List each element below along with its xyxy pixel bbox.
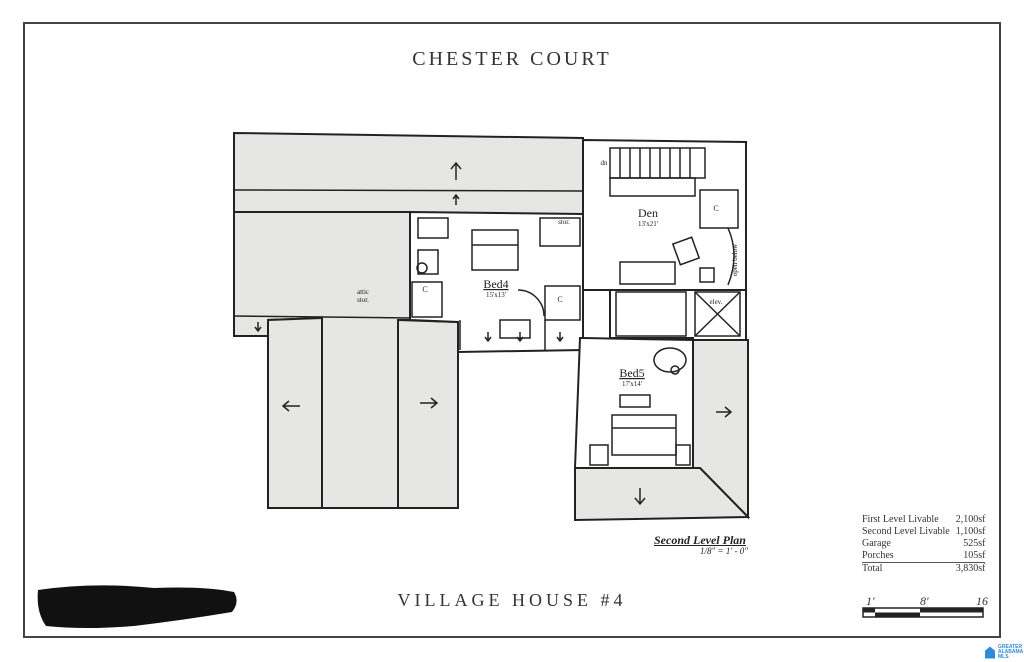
area-row: Second Level Livable 1,100sf — [862, 526, 985, 538]
arrow-right-mid — [420, 397, 439, 409]
arrow-down-3 — [516, 332, 524, 343]
arrow-right-east — [716, 406, 733, 418]
area-label: Porches — [862, 550, 950, 563]
scale-label-1: 1' — [866, 594, 875, 608]
area-label: Garage — [862, 538, 891, 549]
project-title: CHESTER COURT — [412, 48, 612, 70]
den-label: Den — [638, 206, 658, 220]
area-row: First Level Livable 2,100sf — [862, 514, 985, 526]
bed4-size: 15'x13' — [486, 291, 506, 299]
logo-text: GREATER ALABAMA MLS — [998, 644, 1024, 660]
stor-label: stor. — [558, 218, 570, 226]
elevator-label: elev. — [710, 298, 723, 306]
bed4-closet-label: C — [422, 285, 427, 294]
area-table: First Level Livable 2,100sf Second Level … — [862, 514, 986, 576]
arrow-down-1 — [254, 322, 262, 333]
attic-label-2: stor. — [357, 296, 369, 304]
open-below-label: open below — [731, 243, 739, 276]
house-title: VILLAGE HOUSE #4 — [397, 590, 627, 610]
area-value: 105sf — [949, 550, 986, 563]
arrow-up-small — [452, 193, 460, 205]
arrow-up — [450, 161, 462, 180]
den-size: 13'x21' — [638, 220, 658, 228]
area-row: Total 3,830sf — [862, 563, 985, 576]
arrow-down-bottom — [634, 488, 646, 506]
roof-top-band — [233, 131, 584, 217]
bed4-label: Bed4 — [483, 277, 508, 291]
roof-mid-lower — [397, 318, 459, 509]
area-label: Total — [862, 563, 883, 574]
drawing-frame — [23, 22, 1001, 638]
plan-caption-scale: 1/8" = 1' - 0" — [700, 546, 749, 556]
scale-bar — [862, 607, 984, 618]
plan-caption-title: Second Level Plan — [654, 533, 746, 547]
scale-label-8: 8' — [920, 594, 929, 608]
core-block — [609, 289, 747, 341]
bed5-label: Bed5 — [619, 366, 644, 380]
house-icon — [985, 646, 995, 659]
stair-dn-label: dn — [601, 159, 609, 167]
arrow-down-4 — [556, 332, 564, 343]
scale-label-16: 16 — [976, 594, 988, 608]
area-value: 3,830sf — [955, 563, 986, 574]
area-value: 1,100sf — [955, 526, 986, 537]
area-label: First Level Livable — [862, 514, 939, 525]
redaction-scribble — [37, 585, 237, 628]
arrow-down-2 — [484, 332, 492, 343]
bath-closet-label: C — [557, 295, 562, 304]
stair — [609, 147, 706, 197]
attic-label-1: attic — [357, 288, 369, 296]
bed5-size: 17'x14' — [622, 380, 642, 388]
arrow-left — [281, 400, 300, 412]
mls-logo: GREATER ALABAMA MLS — [985, 645, 1024, 660]
area-row: Garage 525sf — [862, 538, 985, 550]
area-value: 525sf — [963, 538, 986, 549]
area-value: 2,100sf — [955, 514, 986, 525]
den-closet-label: C — [713, 204, 718, 213]
area-label: Second Level Livable — [862, 526, 950, 537]
roof-left-lower — [267, 316, 323, 509]
